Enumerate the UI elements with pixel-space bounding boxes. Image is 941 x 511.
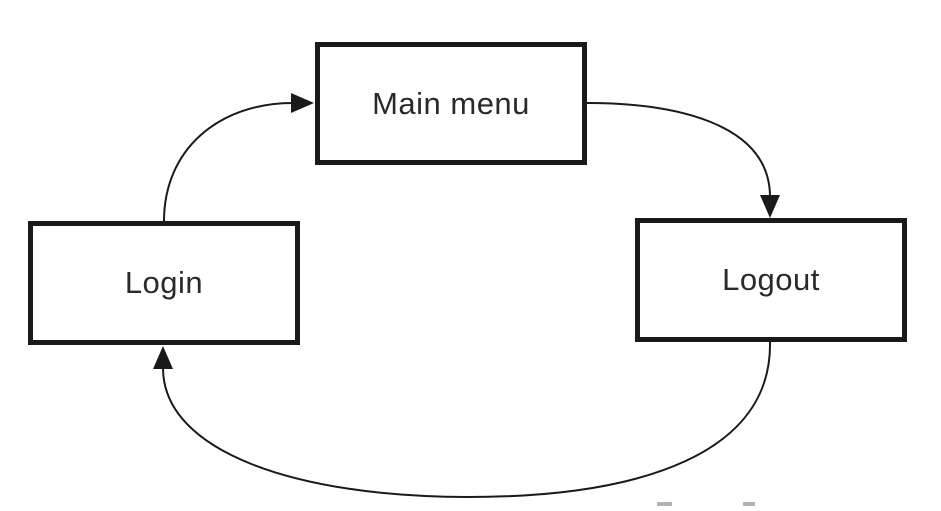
node-main-menu: Main menu — [315, 42, 587, 165]
node-login: Login — [28, 221, 300, 345]
node-login-label: Login — [124, 265, 204, 300]
arrowhead-up-icon — [153, 346, 173, 369]
arrowhead-right-icon — [291, 93, 314, 113]
node-logout: Logout — [635, 218, 907, 342]
node-logout-label: Logout — [722, 262, 820, 297]
edge-logout-to-login — [153, 341, 772, 499]
edge-main-menu-to-logout — [586, 102, 780, 218]
cropped-text-artifact — [657, 502, 755, 506]
arrowhead-down-icon — [760, 195, 780, 218]
node-main-menu-label: Main menu — [372, 85, 530, 121]
edge-login-to-main-menu — [163, 93, 314, 222]
